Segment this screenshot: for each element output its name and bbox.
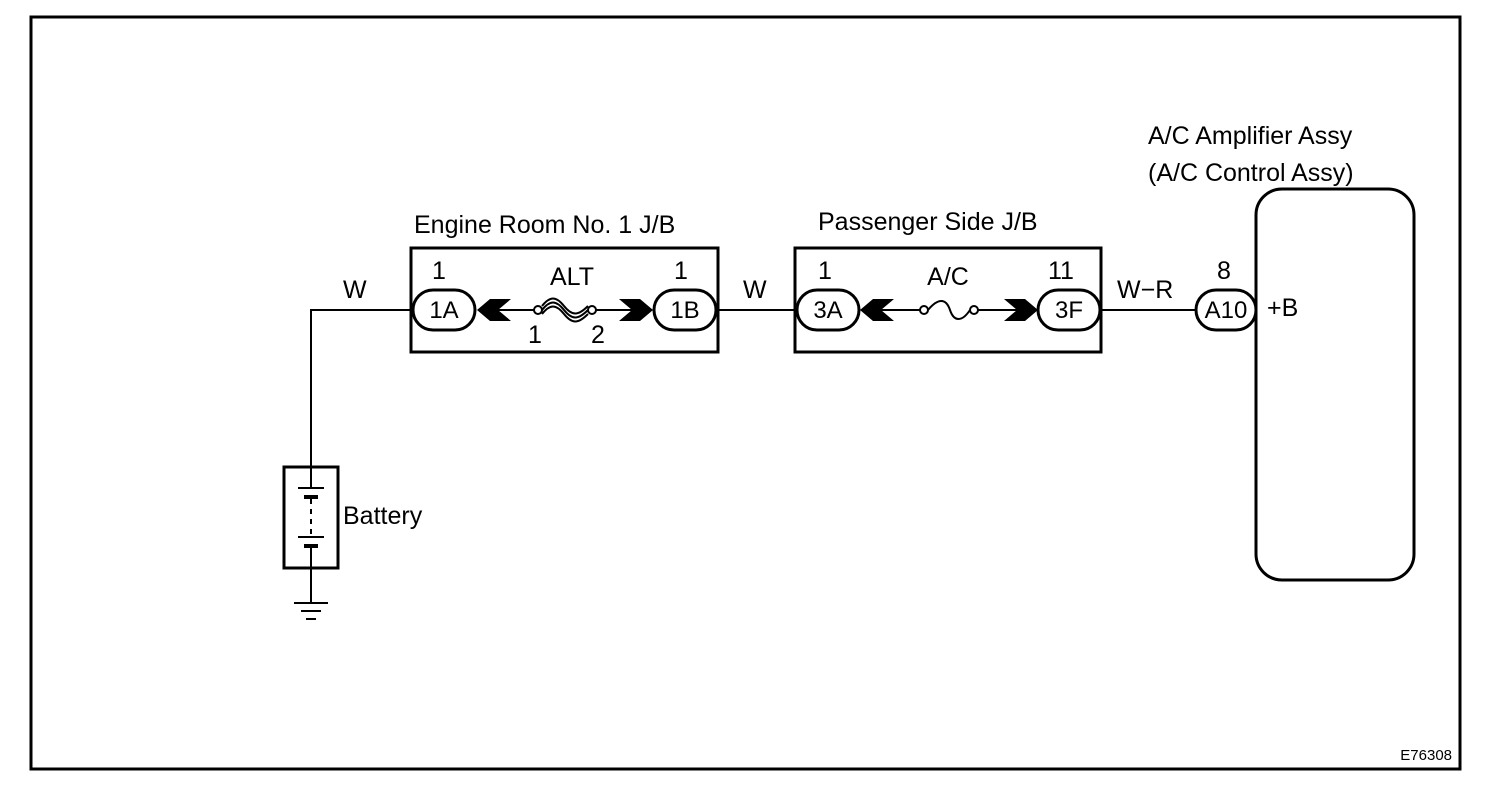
- connector-a10: A10: [1194, 288, 1258, 332]
- passenger-jb-left-pin: 1: [818, 257, 832, 285]
- connector-1a-label: 1A: [429, 297, 458, 324]
- wire-battery-to-jb: [310, 309, 411, 467]
- passenger-jb-title: Passenger Side J/B: [818, 208, 1038, 236]
- connector-3f-label: 3F: [1055, 297, 1083, 324]
- wire-color-battery-to-jb: W: [343, 276, 367, 304]
- connector-3a: 3A: [795, 288, 861, 332]
- amplifier-pin: 8: [1217, 257, 1231, 285]
- fusible-link-icon: [533, 297, 597, 323]
- connector-a10-label: A10: [1205, 297, 1248, 324]
- passenger-jb-box: [793, 246, 1103, 354]
- junction-arrow-icon: [619, 299, 653, 321]
- diagram-frame: [29, 15, 1462, 771]
- fuse-alt-terminal-1: 1: [528, 321, 542, 349]
- engine-room-jb-right-pin: 1: [674, 257, 688, 285]
- fuse-icon: [919, 300, 979, 320]
- fuse-alt-label: ALT: [550, 263, 594, 291]
- amplifier-terminal-label: +B: [1267, 294, 1298, 322]
- connector-1b-label: 1B: [670, 297, 699, 324]
- amplifier-box: [1254, 187, 1416, 582]
- battery: [282, 309, 411, 620]
- figure-code: E76308: [1400, 747, 1452, 764]
- junction-arrow-icon: [860, 299, 894, 321]
- connector-1b: 1B: [652, 288, 718, 332]
- fuse-ac-label: A/C: [927, 263, 969, 291]
- engine-room-jb-title: Engine Room No. 1 J/B: [414, 211, 675, 239]
- junction-arrow-icon: [1004, 299, 1038, 321]
- connector-3f: 3F: [1036, 288, 1102, 332]
- junction-arrow-icon: [477, 299, 511, 321]
- connector-3a-label: 3A: [813, 297, 842, 324]
- battery-label: Battery: [343, 502, 423, 530]
- engine-room-jb-box: [409, 246, 720, 354]
- fuse-alt-terminal-2: 2: [591, 321, 605, 349]
- amplifier-title-line2: (A/C Control Assy): [1148, 159, 1354, 187]
- engine-room-jb-left-pin: 1: [432, 257, 446, 285]
- amplifier-title-line1: A/C Amplifier Assy: [1148, 122, 1353, 150]
- passenger-jb-right-pin: 11: [1048, 257, 1074, 285]
- connector-1a: 1A: [411, 288, 477, 332]
- wire-color-jb-to-jb: W: [743, 276, 767, 304]
- ground-icon: [294, 602, 328, 620]
- wire-color-jb-to-amplifier: W−R: [1117, 276, 1173, 304]
